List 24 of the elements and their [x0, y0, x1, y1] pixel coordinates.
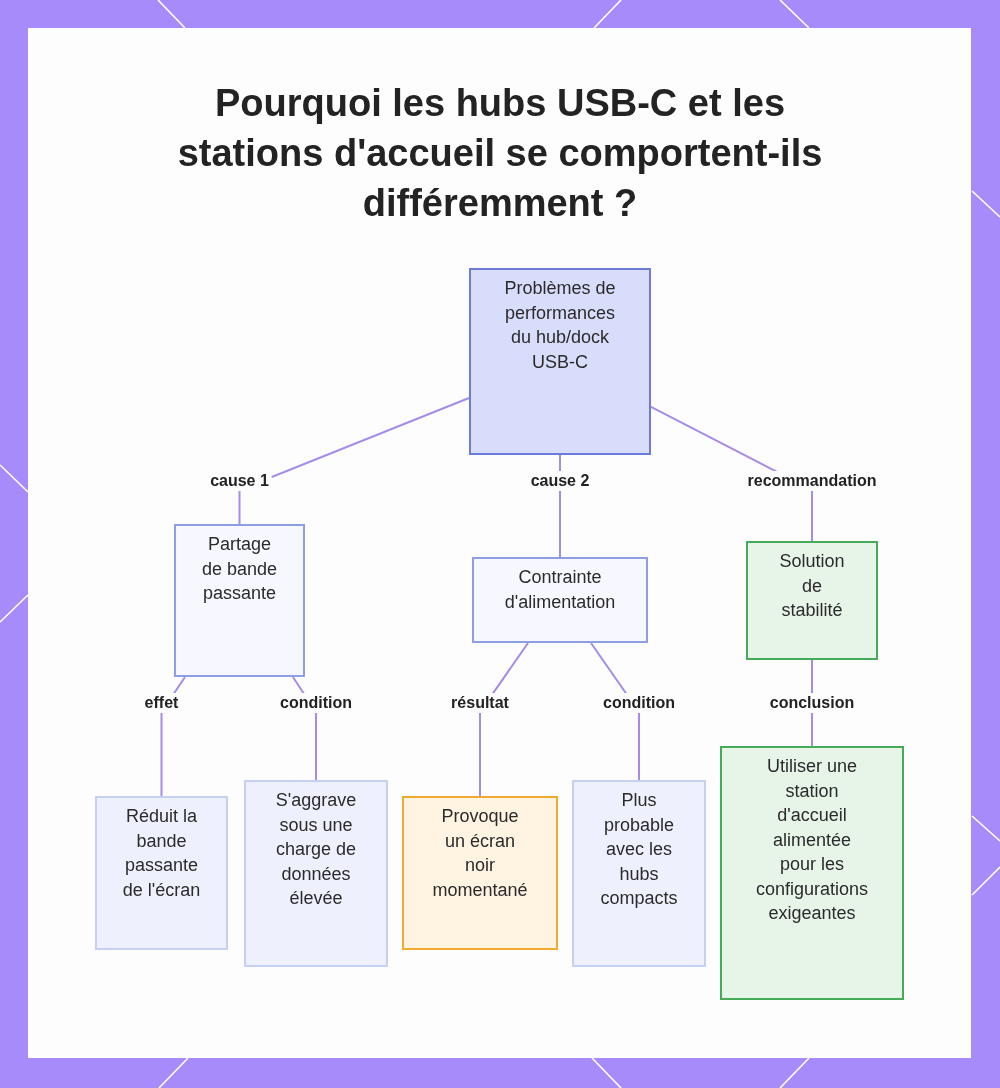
process-box: [174, 524, 305, 677]
node-text: Provoque un écran noir momentané: [431, 805, 529, 902]
connector-line: [238, 397, 470, 525]
process-box: [572, 780, 706, 967]
process-box: [95, 796, 228, 950]
connector-line: [479, 642, 529, 797]
node-text: Problèmes de performances du hub/dock USB-C: [503, 277, 617, 374]
node-text: Solution de stabilité: [778, 550, 846, 622]
process-box: [472, 557, 648, 643]
process-box: [720, 746, 904, 1000]
node-text: Réduit la bande passante de l'écran: [121, 805, 202, 902]
node-text: S'aggrave sous une charge de données élevée: [274, 789, 358, 910]
process-box: [402, 796, 558, 950]
node-text: Plus probable avec les hubs compacts: [599, 789, 679, 910]
node-text: Utiliser une station d'accueil alimentée pour les configurations exigeantes: [754, 755, 870, 925]
node-text: Contrainte d'alimentation: [503, 566, 617, 614]
process-box: [746, 541, 878, 660]
edge-label: condition: [277, 693, 355, 713]
process-box: [244, 780, 388, 967]
node-text: Partage de bande passante: [200, 533, 279, 605]
process-box: [469, 268, 651, 455]
diagram-title: Pourquoi les hubs USB-C et les stations d'accueil se comportent-ils différemment ?: [176, 81, 824, 226]
edge-label: cause 1: [207, 471, 272, 491]
edge-label: condition: [600, 693, 678, 713]
